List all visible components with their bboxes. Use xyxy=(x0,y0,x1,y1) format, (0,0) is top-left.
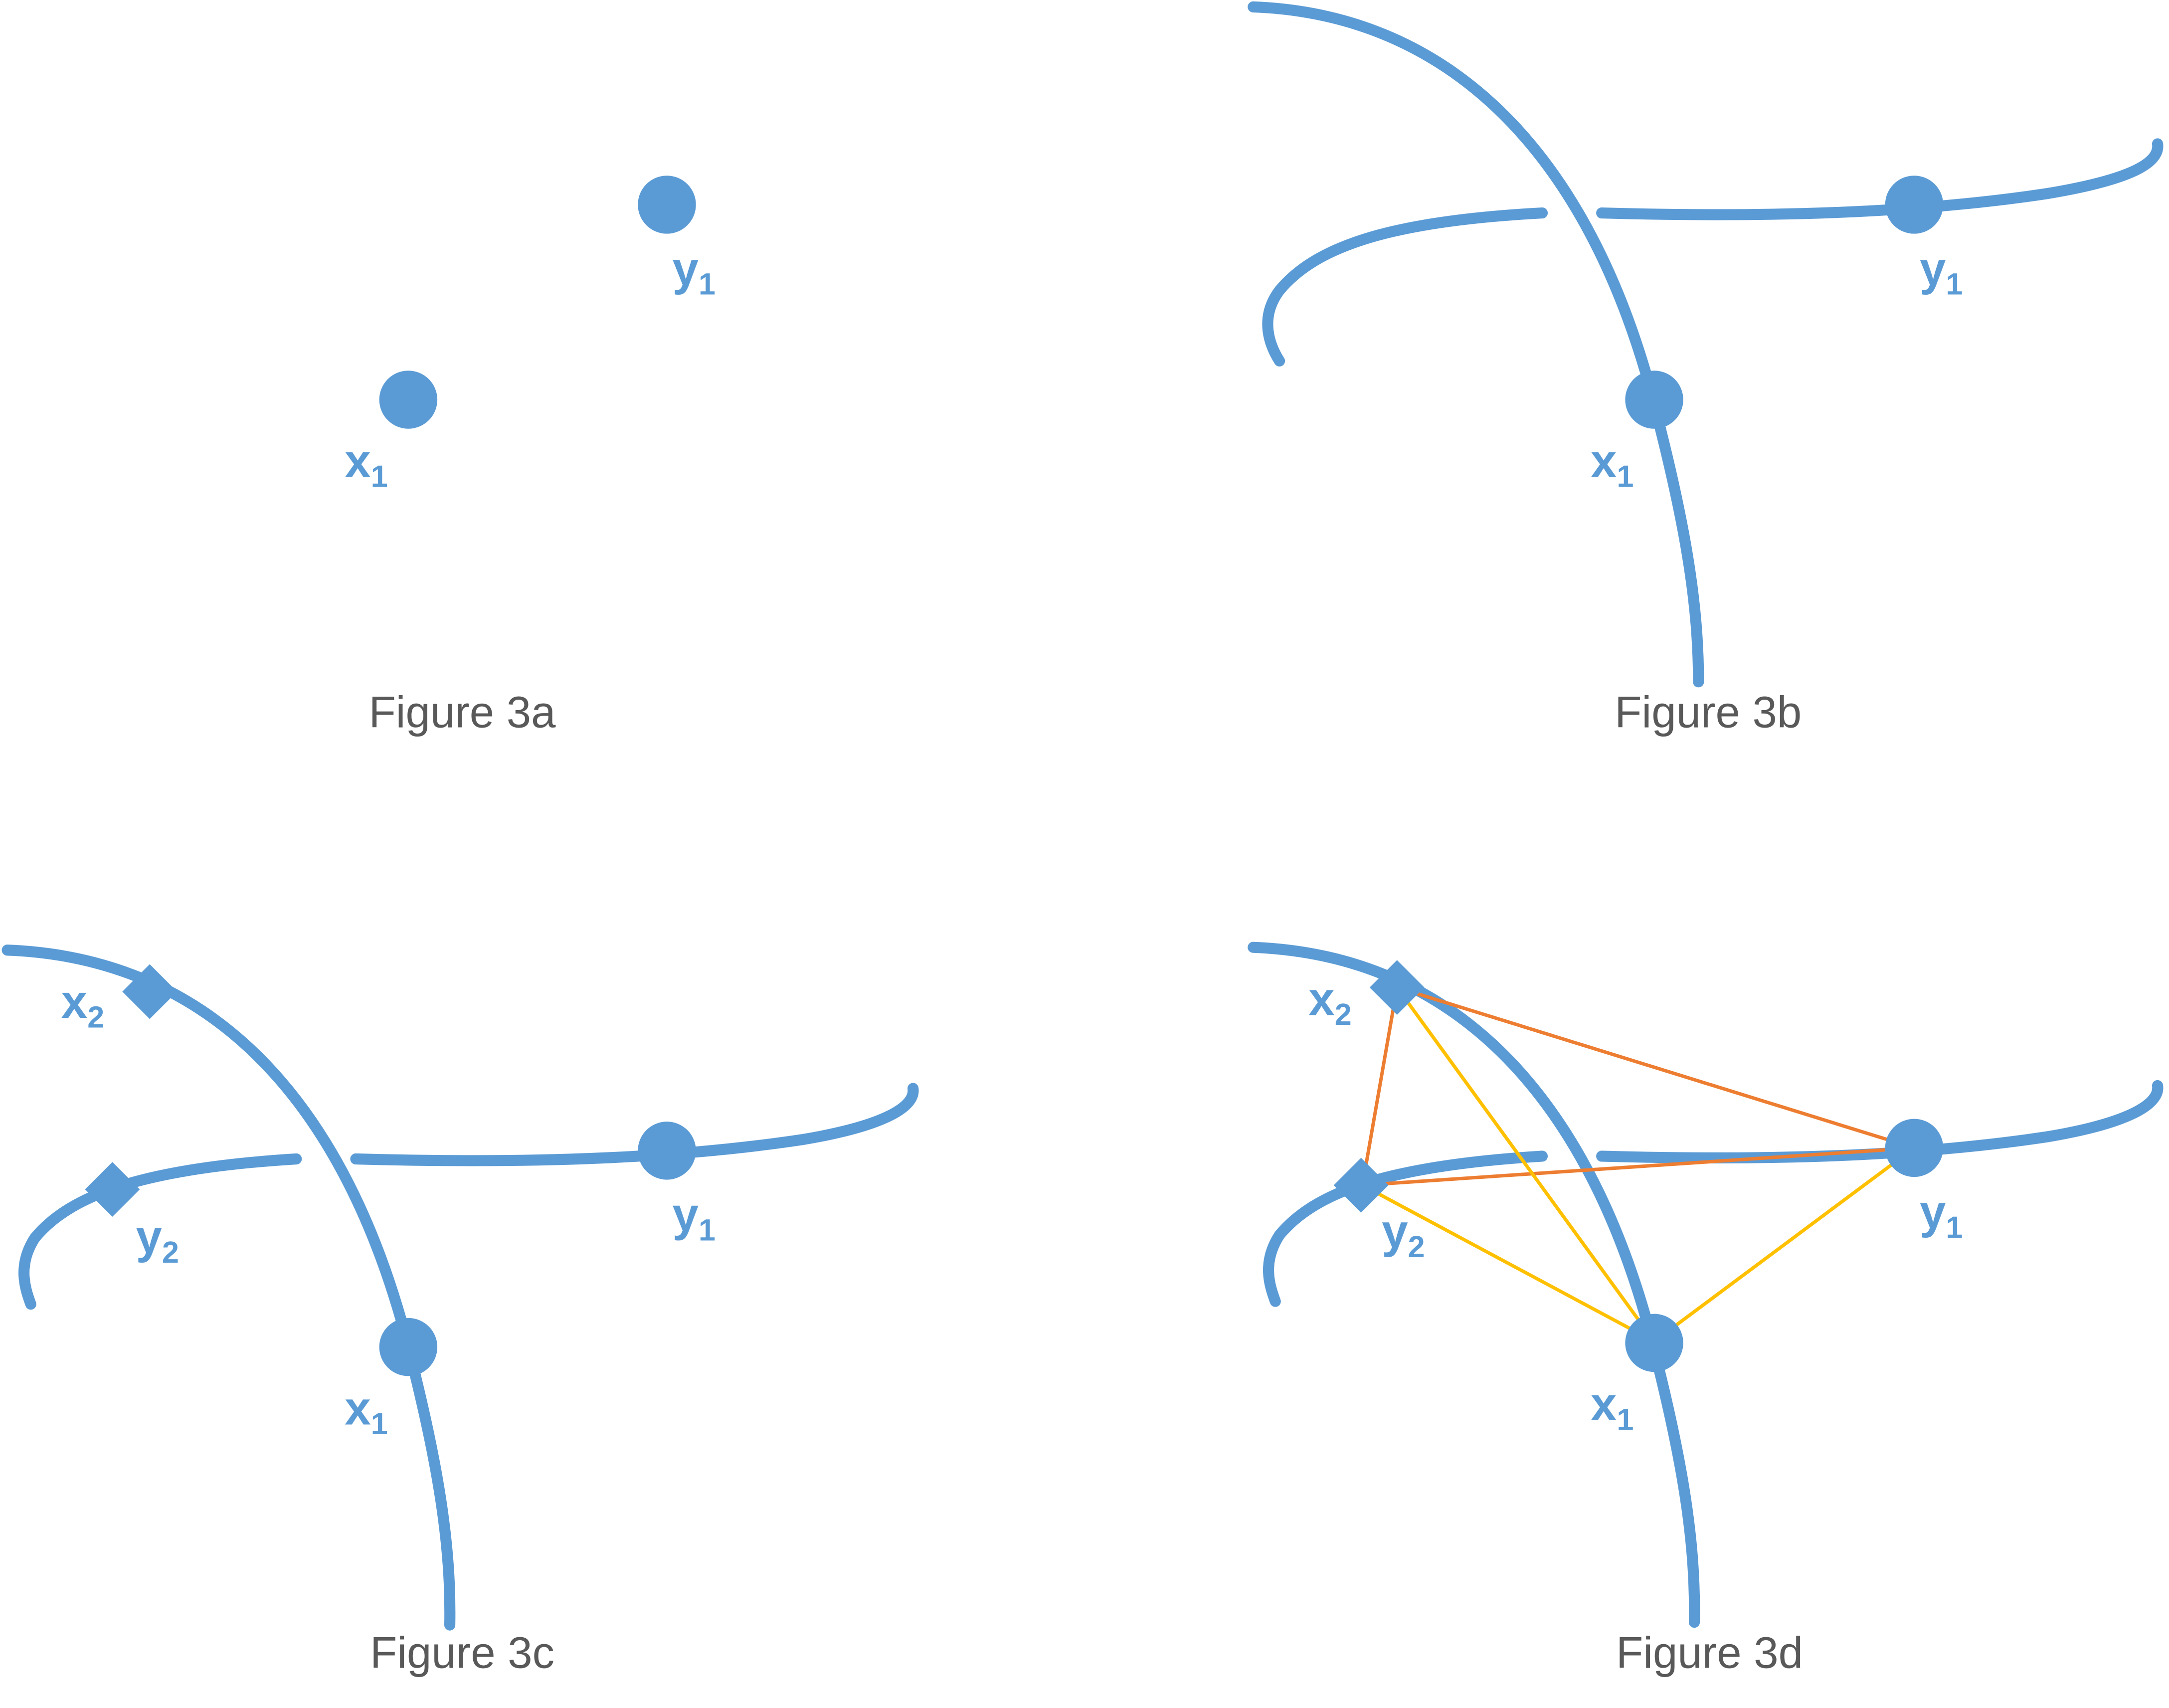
caption-figure-3c: Figure 3c xyxy=(370,1628,554,1678)
point-x1 xyxy=(379,371,438,429)
curve-x xyxy=(1,945,456,1631)
curve-y-right xyxy=(350,1083,919,1166)
caption-figure-3d: Figure 3d xyxy=(1616,1628,1803,1678)
label-x2: x2 xyxy=(61,975,104,1034)
edge-y2-y1 xyxy=(1362,1146,1915,1187)
curve-x xyxy=(1248,1,1704,688)
point-y2-diamond xyxy=(85,1162,140,1217)
curve-y-left xyxy=(18,1153,302,1310)
label-y1: y1 xyxy=(1920,1186,1963,1244)
label-x1: x1 xyxy=(345,1382,387,1440)
edge-y1-x1 xyxy=(1653,1146,1916,1343)
point-x1 xyxy=(1625,1314,1683,1372)
edge-y2-x1 xyxy=(1361,1183,1655,1343)
point-y1 xyxy=(1885,1119,1944,1177)
point-y1 xyxy=(638,1122,696,1180)
caption-figure-3b: Figure 3b xyxy=(1615,688,1802,737)
label-y2: y2 xyxy=(1382,1205,1425,1263)
edge-x2-x1 xyxy=(1395,986,1656,1343)
label-x1: x1 xyxy=(1591,1378,1633,1436)
label-y1: y1 xyxy=(1920,242,1963,301)
curve-x xyxy=(1248,942,1700,1628)
caption-figure-3a: Figure 3a xyxy=(369,688,556,737)
panel-figure-3a: y1 x1 Figure 3a xyxy=(345,176,716,737)
label-y1: y1 xyxy=(673,242,716,301)
label-x1: x1 xyxy=(1591,435,1633,493)
curve-y-left xyxy=(1262,207,1548,367)
panel-figure-3c: x2 y2 y1 x1 Figure 3c xyxy=(1,945,919,1678)
panel-figure-3d: x2 y2 y1 x1 Figure 3d xyxy=(1248,942,2164,1678)
label-y1: y1 xyxy=(673,1188,716,1247)
curve-y-right xyxy=(1596,138,2164,220)
label-y2: y2 xyxy=(136,1211,179,1269)
point-x1 xyxy=(1625,371,1683,429)
point-y2-diamond xyxy=(1333,1157,1389,1213)
label-x1: x1 xyxy=(345,435,387,493)
point-y1 xyxy=(638,176,696,234)
panel-figure-3b: y1 x1 Figure 3b xyxy=(1248,1,2164,737)
point-x1 xyxy=(379,1318,438,1376)
edge-x2-y1 xyxy=(1396,985,1915,1150)
curve-y-right xyxy=(1596,1080,2164,1163)
point-y1 xyxy=(1885,176,1944,234)
curve-y-left xyxy=(1263,1150,1548,1307)
label-x2: x2 xyxy=(1308,973,1351,1031)
edge-x2-y2 xyxy=(1361,987,1399,1186)
point-x2-diamond xyxy=(1369,960,1425,1015)
